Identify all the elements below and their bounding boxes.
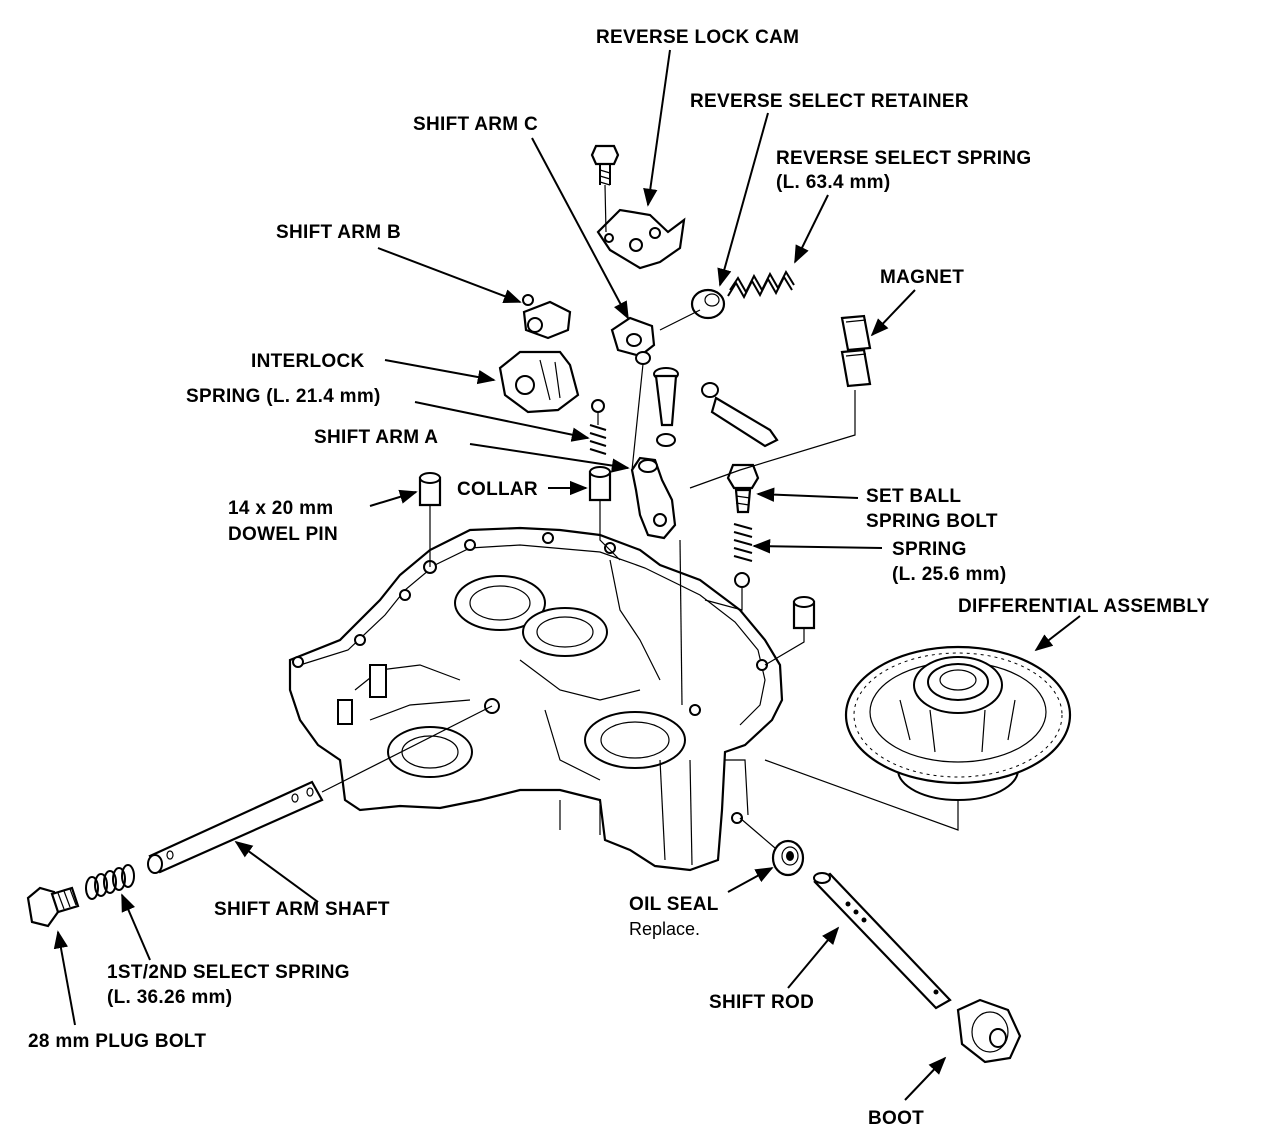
label-shift-arm-b: SHIFT ARM B [276,222,401,243]
dowel-pin-14x20 [418,472,442,507]
differential-assembly [844,645,1072,801]
reverse-lock-cam-bolt [590,144,620,186]
label-shift-rod: SHIFT ROD [709,992,814,1013]
shift-arm-a [630,456,677,540]
label-spring-21-4: SPRING (L. 21.4 mm) [186,386,381,407]
label-reverse-select-spring: REVERSE SELECT SPRING [776,148,1031,169]
plug-bolt-28mm [26,886,80,928]
shift-arm-bolt [653,367,779,448]
label-boot: BOOT [868,1108,924,1129]
shift-rod [813,872,952,1010]
assembly-lines [321,184,959,849]
label-differential-assembly: DIFFERENTIAL ASSEMBLY [958,596,1210,617]
label-spring-bolt: SPRING BOLT [866,511,998,532]
label-plug-bolt: 28 mm PLUG BOLT [28,1031,206,1052]
shift-arm-b [522,294,572,340]
collar [588,466,612,502]
reverse-select-spring [727,269,795,300]
label-reverse-select-retainer: REVERSE SELECT RETAINER [690,91,969,112]
interlock [498,350,580,414]
label-select-spring-length: (L. 36.26 mm) [107,987,232,1008]
label-shift-arm-a: SHIFT ARM A [314,427,438,448]
shift-arm-c [610,316,656,365]
select-spring-1st-2nd [85,864,135,900]
dowel-pin-right [792,596,816,630]
shift-arm-shaft [147,780,324,874]
label-spring-25-6: SPRING [892,539,967,560]
label-oil-seal: OIL SEAL [629,894,719,915]
spring-21-4 [589,399,607,455]
label-dowel-pin-size: 14 x 20 mm [228,498,333,519]
label-shift-arm-c: SHIFT ARM C [413,114,538,135]
label-spring-25-6-length: (L. 25.6 mm) [892,564,1006,585]
label-oil-seal-note: Replace. [629,919,700,939]
oil-seal [771,839,805,877]
magnet [840,314,872,388]
label-reverse-select-spring-length: (L. 63.4 mm) [776,172,890,193]
label-set-ball: SET BALL [866,486,961,507]
label-reverse-lock-cam: REVERSE LOCK CAM [596,27,799,48]
boot [956,998,1022,1064]
reverse-select-retainer [690,288,726,320]
reverse-lock-cam [596,208,686,270]
label-select-spring: 1ST/2ND SELECT SPRING [107,962,350,983]
set-ball-spring-bolt [726,463,760,514]
label-magnet: MAGNET [880,267,964,288]
label-interlock: INTERLOCK [251,351,365,372]
label-dowel-pin: DOWEL PIN [228,524,338,545]
label-collar: COLLAR [457,479,538,500]
leader-arrows [53,49,1081,1101]
spring-25-6 [733,523,753,588]
transmission-housing [288,526,784,872]
label-shift-arm-shaft: SHIFT ARM SHAFT [214,899,390,920]
